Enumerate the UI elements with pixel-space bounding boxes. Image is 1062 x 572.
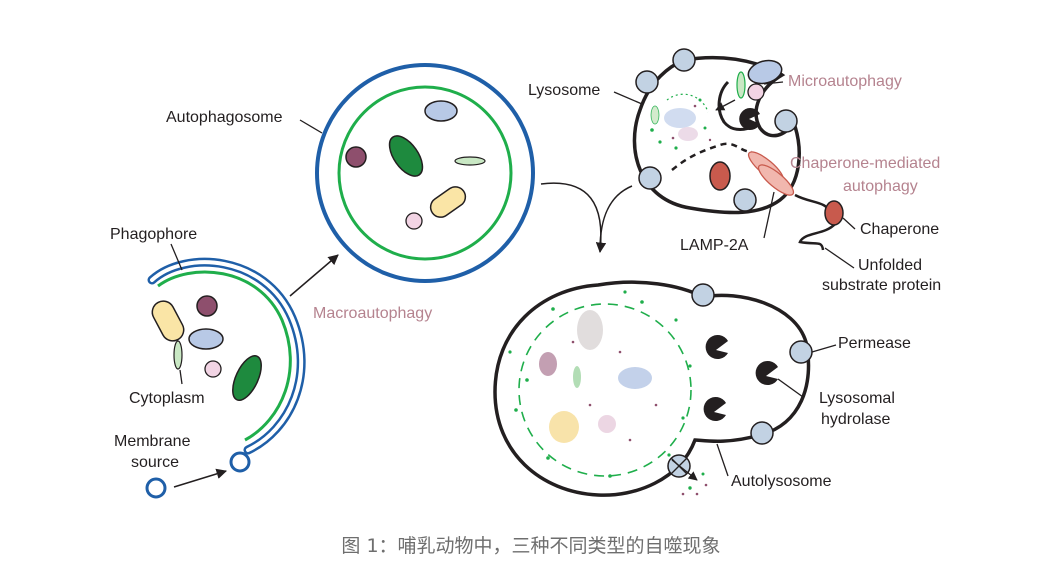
lysosomal-hydrolase-icon [705, 335, 728, 359]
label-hydrolase-2: hydrolase [821, 411, 890, 428]
lysosomal-hydrolase-icon [703, 397, 726, 421]
cargo-mauve-dot [345, 146, 367, 168]
cargo-mauve-dot [196, 295, 218, 317]
permease-icon [691, 283, 715, 307]
membrane-source-vesicle [145, 477, 167, 499]
permease-icon [638, 166, 662, 190]
label-cma-1: Chaperone-mediated [790, 155, 940, 172]
permease-icon [635, 70, 659, 94]
label-unfolded-1: Unfolded [858, 257, 922, 274]
leader-lines [170, 81, 856, 477]
phagophore-cargo [151, 295, 262, 401]
label-cytoplasm: Cytoplasm [129, 390, 205, 407]
label-hydrolase-1: Lysosomal [819, 390, 895, 407]
cargo-green-sliver [173, 340, 183, 370]
figure-caption: 图 1：哺乳动物中，三种不同类型的自噬现象 [341, 535, 720, 557]
label-microautophagy: Microautophagy [788, 73, 902, 90]
chaperone-icon [824, 200, 844, 226]
label-membrane-source-1: Membrane [114, 433, 191, 450]
label-cma-2: autophagy [843, 178, 918, 195]
cargo-yellow-rod [151, 300, 185, 342]
permease-icon [672, 48, 696, 72]
chaperone-complex [794, 193, 844, 251]
cargo-pink-dot [204, 360, 222, 378]
permease-icon [789, 340, 813, 364]
autophagosome [315, 63, 535, 283]
phagophore [147, 257, 306, 473]
membrane-source-arrow [173, 468, 228, 488]
label-permease: Permease [838, 335, 911, 352]
cma-substrate-red [709, 161, 731, 191]
label-autolysosome: Autolysosome [731, 473, 832, 490]
label-unfolded-2: substrate protein [822, 277, 941, 294]
lysosomal-hydrolase-icon [755, 360, 778, 385]
cargo-green-sliver [736, 71, 746, 99]
label-lamp2a: LAMP-2A [680, 237, 749, 254]
permease-icon [774, 109, 798, 133]
label-macroautophagy: Macroautophagy [313, 305, 432, 322]
cargo-yellow-rod [429, 186, 467, 218]
lysosome [632, 48, 801, 215]
label-phagophore: Phagophore [110, 226, 197, 243]
cargo-blue-oval [188, 328, 224, 350]
cargo-dark-green-oval [232, 355, 262, 401]
lysosomal-hydrolase-icon [739, 108, 760, 130]
lamp2a-receptor [747, 151, 795, 196]
fusion-arrow-lysosome [599, 185, 633, 251]
label-chaperone: Chaperone [860, 221, 939, 238]
cargo-green-sliver [454, 156, 486, 166]
macroautophagy-arrow [289, 254, 339, 297]
fusion-arrow [540, 182, 607, 254]
cargo-blue-oval [424, 100, 458, 122]
label-membrane-source-2: source [131, 454, 179, 471]
cargo-dark-green-oval [388, 135, 424, 177]
cargo-pink-dot [405, 212, 423, 230]
label-autophagosome: Autophagosome [166, 109, 283, 126]
cargo-pink-dot [747, 83, 765, 101]
permease-icon [750, 421, 774, 445]
cargo-blue-oval [747, 59, 783, 85]
permease-icon [733, 188, 757, 212]
autolysosome [493, 280, 813, 497]
label-lysosome: Lysosome [528, 82, 600, 99]
